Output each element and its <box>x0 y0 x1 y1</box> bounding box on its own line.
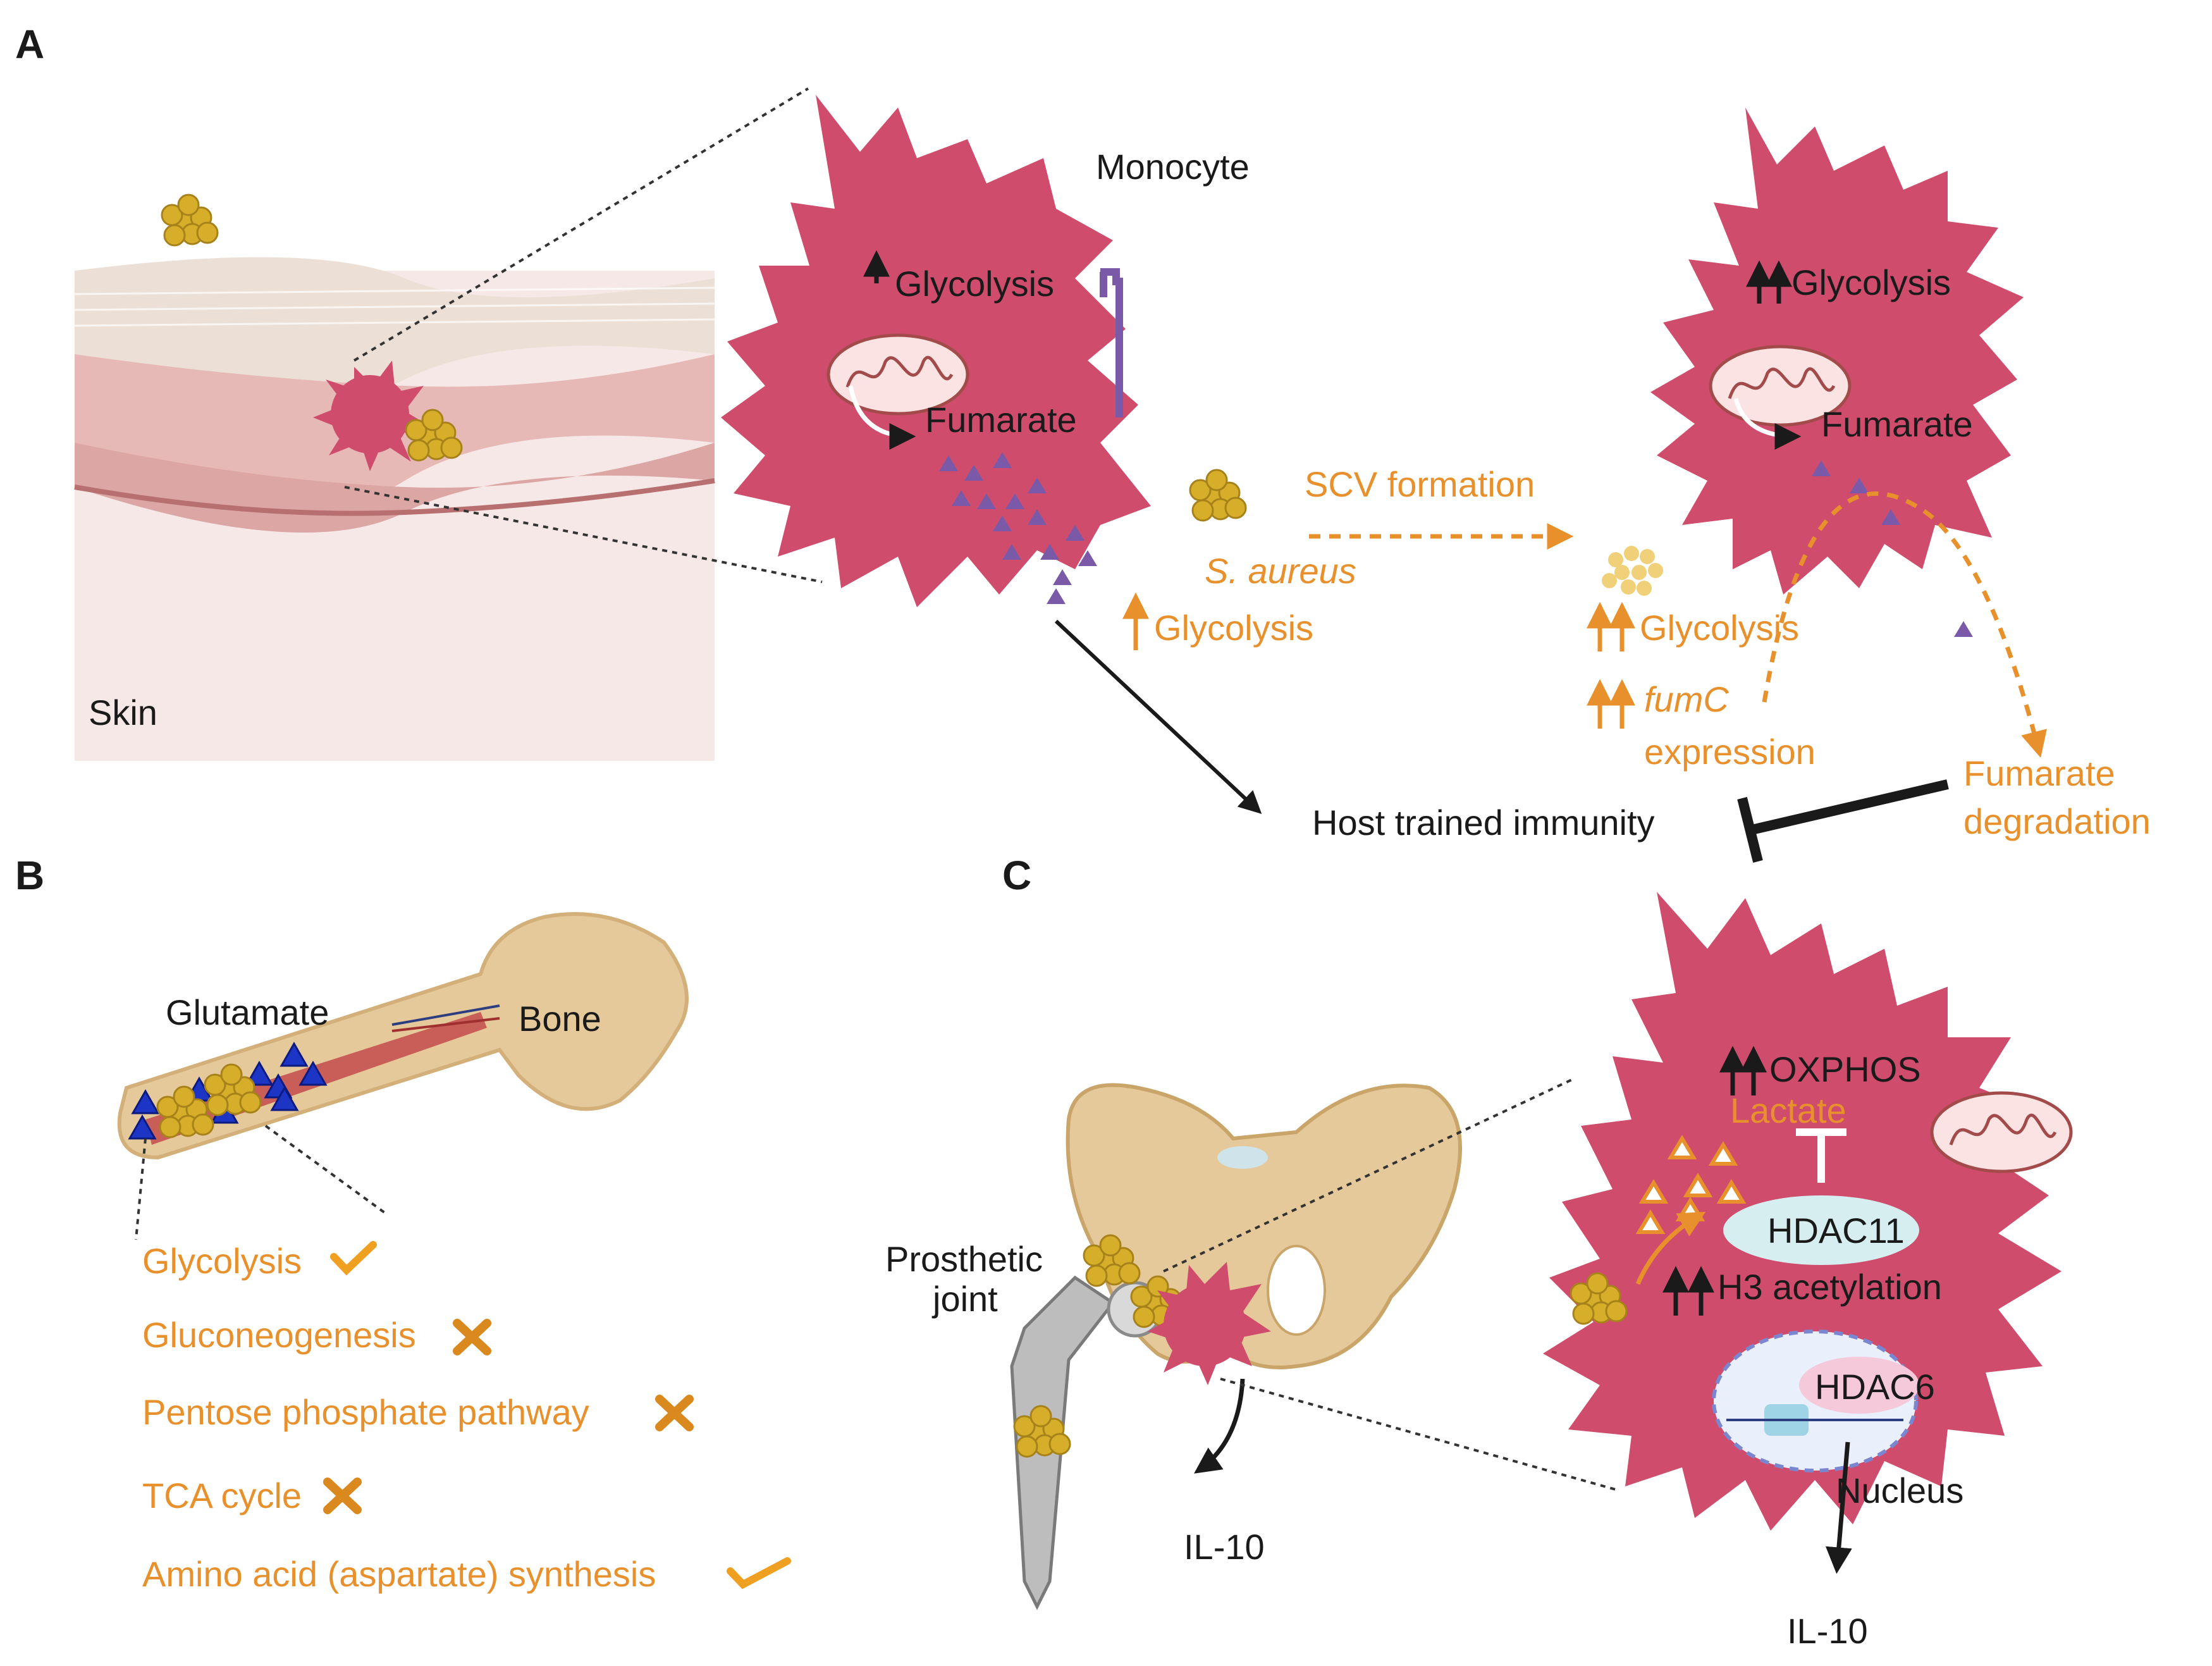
glycolysis-host-label: Glycolysis <box>895 264 1054 304</box>
fumarate-left-label: Fumarate <box>925 400 1077 440</box>
inhibition-cap <box>1737 797 1763 863</box>
fumc-label: fumC <box>1644 679 1729 719</box>
hdac6-badge <box>1799 1357 1919 1414</box>
glycolysis-bacteria-label: Glycolysis <box>1154 608 1313 648</box>
bone-label: Bone <box>519 999 601 1039</box>
scv-small-colonies-icon <box>1602 546 1663 596</box>
mitochondrion-icon <box>1932 1093 2071 1171</box>
cross-icon <box>453 1319 491 1355</box>
fumarate-right-label: Fumarate <box>1821 404 1973 444</box>
panel-label-c: C <box>1002 853 1031 898</box>
bacteria-cluster-icon <box>161 194 219 247</box>
zoom-line <box>353 87 809 362</box>
fumarate-triangles <box>939 452 1097 604</box>
inhibition-bar <box>1100 268 1123 417</box>
zoom-line <box>264 1125 388 1216</box>
panel-label-b: B <box>15 853 44 898</box>
expression-label: expression <box>1644 732 1816 772</box>
pathway-label: Glycolysis <box>142 1241 302 1281</box>
inhibition-line <box>1750 779 1949 835</box>
monocyte-small-icon <box>1148 1262 1271 1385</box>
lactate-triangles <box>1635 1135 1747 1234</box>
s-aureus-icon <box>1189 469 1247 522</box>
il10-arrow <box>1825 1441 1852 1574</box>
white-arrow-icon <box>1733 398 1802 450</box>
glutamate-label: Glutamate <box>166 992 329 1032</box>
panel-label-a: A <box>15 22 44 67</box>
hdac6-label: HDAC6 <box>1815 1367 1935 1407</box>
fumarate-degradation-arrow <box>1762 491 2047 758</box>
pathway-label: Amino acid (aspartate) synthesis <box>142 1554 656 1594</box>
glycolysis-scv-label: Glycolysis <box>1640 608 1799 648</box>
h3-acetylation-label: H3 acetylation <box>1717 1267 1942 1307</box>
s-aureus-label: S. aureus <box>1205 551 1356 591</box>
monocyte-cell-right <box>1650 108 2024 595</box>
il10-right-label: IL-10 <box>1787 1611 1868 1651</box>
skin-illustration <box>74 257 715 761</box>
fumarate-degradation-label: Fumarate <box>1963 753 2115 793</box>
il10-arrow <box>1194 1378 1245 1474</box>
hdac11-label: HDAC11 <box>1767 1211 1905 1250</box>
scv-formation-label: SCV formation <box>1305 464 1535 504</box>
trained-immunity-arrow <box>1054 619 1262 814</box>
zoom-line <box>135 1138 147 1240</box>
pathway-label: Pentose phosphate pathway <box>142 1392 589 1432</box>
il10-left-label: IL-10 <box>1184 1527 1265 1567</box>
pathway-item: Amino acid (aspartate) synthesis <box>142 1554 791 1594</box>
monocyte-small-icon <box>313 361 436 471</box>
pathway-list: Glycolysis Gluconeogenesis Pentose phosp… <box>142 1241 791 1594</box>
joint-label: joint <box>931 1279 998 1319</box>
pathway-label: Gluconeogenesis <box>142 1315 416 1355</box>
zoom-line <box>344 486 823 583</box>
checkmark-icon <box>330 1241 377 1276</box>
host-trained-immunity-label: Host trained immunity <box>1312 803 1655 842</box>
zoom-line <box>1163 1077 1575 1273</box>
pathway-item: TCA cycle <box>142 1476 362 1515</box>
pathway-label: TCA cycle <box>142 1476 302 1515</box>
cross-icon <box>655 1395 694 1431</box>
cross-icon <box>323 1478 362 1514</box>
pathway-item: Gluconeogenesis <box>142 1315 491 1355</box>
skin-label: Skin <box>89 693 157 732</box>
oxphos-label: OXPHOS <box>1769 1049 1921 1089</box>
checkmark-icon <box>727 1557 791 1589</box>
degradation-label: degradation <box>1963 801 2151 841</box>
lactate-arrow <box>1635 1211 1706 1285</box>
glycolysis-host-right-label: Glycolysis <box>1791 262 1951 302</box>
pathway-item: Pentose phosphate pathway <box>142 1392 694 1432</box>
pathway-item: Glycolysis <box>142 1241 377 1281</box>
monocyte-label: Monocyte <box>1096 147 1250 187</box>
nucleus-label: Nucleus <box>1836 1471 1963 1510</box>
fumarate-triangles <box>1812 460 1973 637</box>
white-arrow-icon <box>848 385 916 450</box>
zoom-line <box>1220 1378 1616 1491</box>
hdac11-badge <box>1723 1195 1919 1265</box>
prosthetic-label: Prosthetic <box>885 1239 1043 1279</box>
lactate-label: Lactate <box>1730 1090 1846 1130</box>
